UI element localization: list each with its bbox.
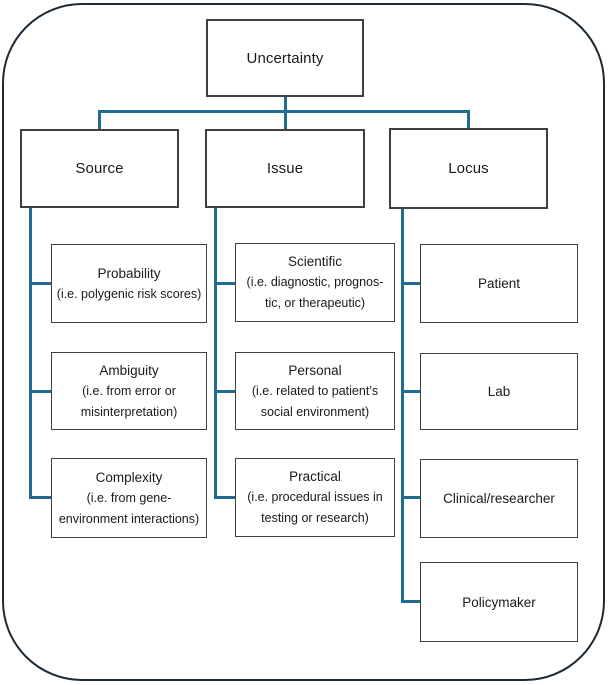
connector-drop-locus [467, 110, 470, 129]
node-label: Issue [266, 160, 304, 177]
node-policymaker: Policymaker [420, 562, 578, 642]
node-clinical-researcher: Clinical/researcher [420, 459, 578, 538]
connector-issue-stub-scientific [214, 282, 237, 285]
connector-issue-stub-personal [214, 390, 237, 393]
rounded-outer-frame [2, 3, 605, 681]
node-lab: Lab [420, 353, 578, 430]
node-practical: Practical (i.e. procedural issues in tes… [235, 458, 395, 537]
node-title: Practical [289, 469, 341, 484]
connector-source-stub-probability [29, 282, 53, 285]
node-label: Locus [448, 160, 489, 177]
node-caption: (i.e. polygenic risk scores) [56, 286, 202, 301]
node-title: Patient [477, 276, 521, 291]
node-caption: (i.e. from error or misinterpretation) [80, 383, 178, 419]
connector-drop-issue [284, 110, 287, 130]
node-patient: Patient [420, 244, 578, 323]
connector-source-spine [29, 207, 32, 499]
node-uncertainty: Uncertainty [206, 19, 364, 97]
node-title: Probability [97, 265, 161, 281]
node-caption: (i.e. from gene- environment interaction… [58, 490, 200, 526]
node-title: Lab [487, 384, 511, 399]
node-label: Uncertainty [246, 49, 324, 67]
node-title: Personal [288, 362, 342, 378]
connector-root-trunk [284, 96, 287, 112]
node-title: Scientific [287, 254, 343, 269]
connector-locus-spine [401, 208, 404, 603]
node-title: Complexity [95, 469, 163, 485]
connector-source-stub-complexity [29, 496, 53, 499]
node-caption: (i.e. diagnostic, prognos- tic, or thera… [246, 275, 384, 310]
node-title: Ambiguity [99, 362, 159, 378]
connector-drop-source [98, 110, 101, 130]
node-probability: Probability (i.e. polygenic risk scores) [51, 244, 207, 323]
node-scientific: Scientific (i.e. diagnostic, prognos- ti… [235, 243, 395, 322]
node-ambiguity: Ambiguity (i.e. from error or misinterpr… [51, 352, 207, 430]
node-title: Policymaker [462, 594, 536, 610]
node-title: Clinical/researcher [443, 491, 555, 506]
connector-issue-spine [214, 207, 217, 499]
node-issue: Issue [205, 129, 365, 208]
node-caption: (i.e. related to patient’s social enviro… [251, 383, 379, 419]
node-locus: Locus [389, 128, 548, 209]
node-complexity: Complexity (i.e. from gene- environment … [51, 458, 207, 538]
connector-locus-stub-policymaker [401, 600, 422, 603]
connector-issue-stub-practical [214, 496, 237, 499]
node-label: Source [75, 160, 124, 177]
node-source: Source [20, 129, 179, 208]
node-caption: (i.e. procedural issues in testing or re… [247, 490, 383, 525]
connector-locus-stub-lab [401, 390, 422, 393]
connector-locus-stub-clinical [401, 496, 422, 499]
connector-source-stub-ambiguity [29, 390, 53, 393]
node-personal: Personal (i.e. related to patient’s soci… [235, 352, 395, 430]
connector-locus-stub-patient [401, 282, 422, 285]
